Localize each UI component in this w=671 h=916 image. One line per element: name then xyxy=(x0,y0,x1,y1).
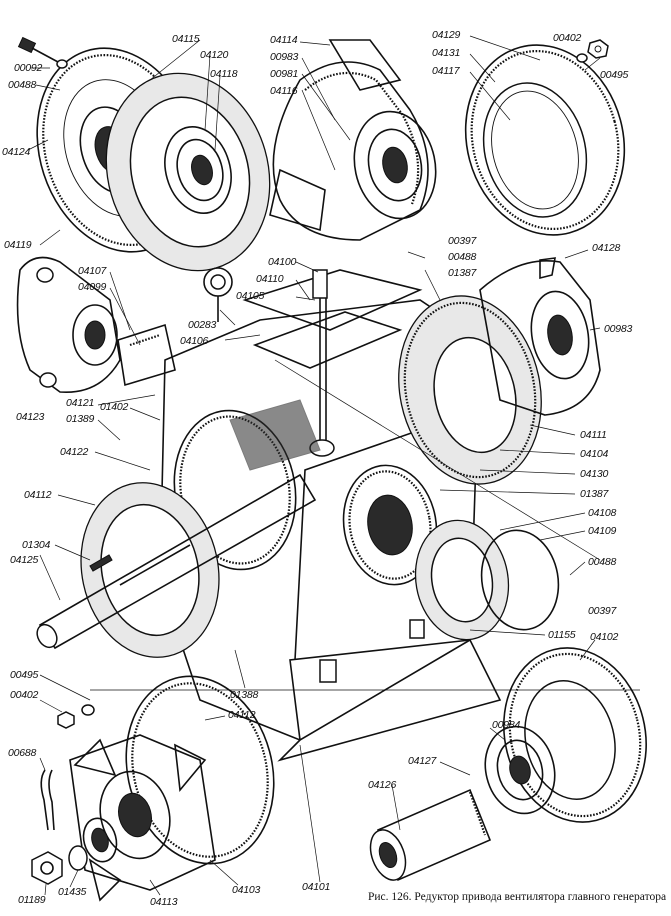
eye-bolt-00283 xyxy=(203,267,233,322)
callout-01189: 01189 xyxy=(18,894,46,906)
callout-04114: 04114 xyxy=(270,34,298,46)
callout-04113: 04113 xyxy=(150,896,178,908)
callout-04129: 04129 xyxy=(432,29,461,41)
callout-04107: 04107 xyxy=(78,265,107,277)
callout-04121: 04121 xyxy=(66,397,95,409)
flange-04112-upper xyxy=(80,482,220,658)
callout-01387: 01387 xyxy=(580,488,609,500)
flange-04109 xyxy=(480,529,560,631)
callout-00688: 00688 xyxy=(8,747,37,759)
callout-00981: 00981 xyxy=(270,68,299,80)
bearing-00984 xyxy=(484,725,556,815)
callout-00397: 00397 xyxy=(448,235,477,247)
callout-04130: 04130 xyxy=(580,468,609,480)
cover-04102 xyxy=(503,647,647,823)
callout-04102: 04102 xyxy=(590,631,619,643)
callout-04105: 04105 xyxy=(236,290,265,302)
nut-washer-00402-00495 xyxy=(57,704,95,729)
callout-00495: 00495 xyxy=(600,69,629,81)
callout-04127: 04127 xyxy=(408,755,437,767)
cover-04117 xyxy=(464,44,626,236)
callout-01387: 01387 xyxy=(448,267,477,279)
callout-04125: 04125 xyxy=(10,554,39,566)
callout-00283: 00283 xyxy=(188,319,217,331)
shaft-04107 xyxy=(117,323,176,387)
callout-04103: 04103 xyxy=(232,884,261,896)
callout-00402: 00402 xyxy=(10,689,39,701)
callout-04116: 04116 xyxy=(270,85,298,97)
flange-04112-lower xyxy=(125,675,275,865)
callout-04119: 04119 xyxy=(4,239,32,251)
gear-04111 xyxy=(398,295,542,485)
callout-04106: 04106 xyxy=(180,335,209,347)
callout-04111: 04111 xyxy=(580,429,607,441)
callout-00984: 00984 xyxy=(492,719,521,731)
callout-04131: 04131 xyxy=(432,47,461,59)
callout-00488: 00488 xyxy=(448,251,477,263)
callout-00983: 00983 xyxy=(270,51,299,63)
callout-00495: 00495 xyxy=(10,669,39,681)
callout-04104: 04104 xyxy=(580,448,609,460)
breather-04105 xyxy=(309,269,335,457)
callout-00397: 00397 xyxy=(588,605,617,617)
coupling-04103 xyxy=(69,734,216,902)
callout-00488: 00488 xyxy=(8,79,37,91)
cotter-pin-00688 xyxy=(40,769,55,831)
bolt-00092 xyxy=(17,36,68,69)
callout-04117: 04117 xyxy=(432,65,460,77)
callout-04123: 04123 xyxy=(16,411,45,423)
callout-00402: 00402 xyxy=(553,32,582,44)
callout-04100: 04100 xyxy=(268,256,297,268)
callout-00488: 00488 xyxy=(588,556,617,568)
callout-01435: 01435 xyxy=(58,886,87,898)
nut-00402 xyxy=(576,39,609,63)
callout-01155: 01155 xyxy=(548,629,576,641)
gasket-04108 xyxy=(414,519,510,641)
callout-01388: 01388 xyxy=(230,689,259,701)
callout-04109: 04109 xyxy=(588,525,617,537)
callout-04101: 04101 xyxy=(302,881,331,893)
leader-lines xyxy=(27,35,640,896)
callout-01304: 01304 xyxy=(22,539,51,551)
housing-04114 xyxy=(269,39,437,241)
callout-04118: 04118 xyxy=(210,68,238,80)
bearing-housing-04128 xyxy=(479,257,601,416)
callout-04124: 04124 xyxy=(2,146,31,158)
callout-00092: 00092 xyxy=(14,62,43,74)
callout-04099: 04099 xyxy=(78,281,107,293)
shaft-04125 xyxy=(36,473,317,650)
callout-04128: 04128 xyxy=(592,242,621,254)
callout-04112: 04112 xyxy=(24,489,52,501)
figure-caption: Рис. 126. Редуктор привода вентилятора г… xyxy=(368,891,667,903)
callout-00983: 00983 xyxy=(604,323,633,335)
callout-04112: 04112 xyxy=(228,709,256,721)
callout-04126: 04126 xyxy=(368,779,397,791)
bearing-04120 xyxy=(164,125,232,215)
shaft-04126 xyxy=(369,788,492,882)
gasket-04118 xyxy=(105,72,271,272)
callout-01402: 01402 xyxy=(100,401,129,413)
top-cover-04110 xyxy=(242,269,423,369)
callout-01389: 01389 xyxy=(66,413,95,425)
callout-04122: 04122 xyxy=(60,446,89,458)
callout-04115: 04115 xyxy=(172,33,200,45)
callout-04120: 04120 xyxy=(200,49,229,61)
callout-04110: 04110 xyxy=(256,273,284,285)
callout-04108: 04108 xyxy=(588,507,617,519)
bracket-04123 xyxy=(16,256,121,393)
